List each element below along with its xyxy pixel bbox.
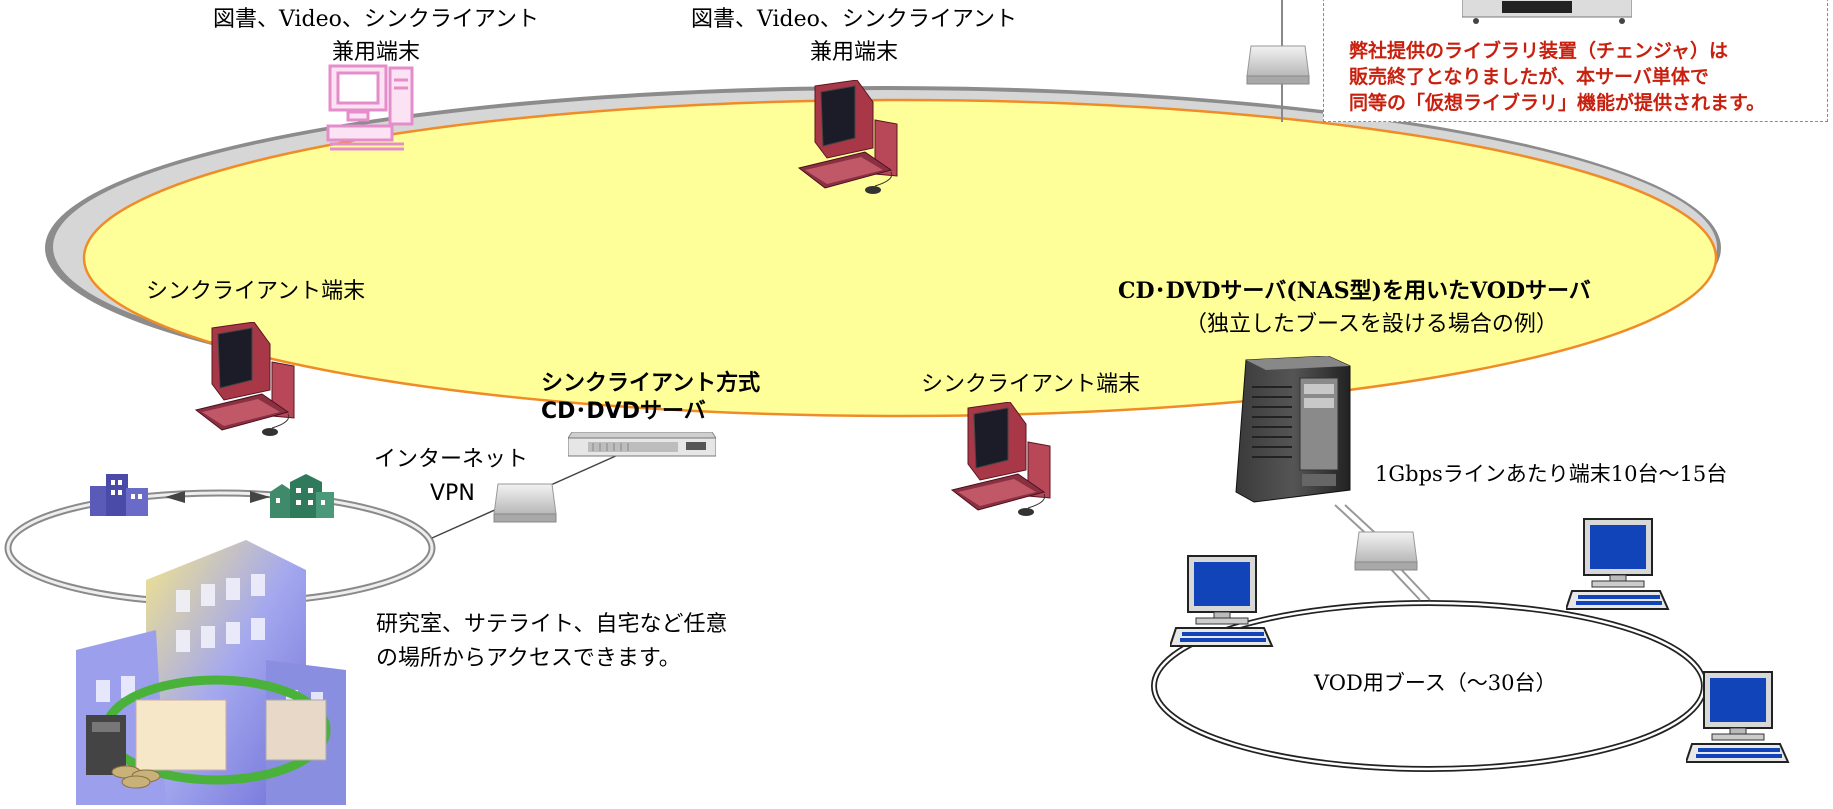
- vpn-label: VPN: [430, 481, 475, 506]
- crt-terminal-icon: [795, 79, 907, 204]
- pink-desktop-icon: [324, 60, 424, 156]
- vod-title-line-1: CD･DVDサーバ(NAS型)を用いたVODサーバ: [1118, 278, 1591, 304]
- building-icon: [266, 472, 338, 522]
- dual-terminal-center-label-2: 兼用端末: [809, 40, 898, 65]
- lcd-terminal-icon: [1564, 517, 1672, 617]
- notice-line-1: 弊社提供のライブラリ装置（チェンジャ）は: [1349, 40, 1729, 62]
- lcd-terminal-icon: [1168, 554, 1276, 654]
- line-capacity-label: 1Gbpsラインあたり端末10台～15台: [1375, 462, 1728, 486]
- remote-access-label-1: 研究室、サテライト、自宅など任意: [376, 612, 728, 637]
- notice-line-2: 販売終了となりましたが、本サーバ単体で: [1349, 66, 1709, 88]
- network-switch-icon: [1353, 530, 1419, 578]
- lcd-terminal-icon: [1684, 670, 1792, 770]
- crt-terminal-icon: [192, 321, 304, 446]
- library-changer-image-icon: [1461, 0, 1633, 29]
- dual-terminal-left-label-1: 図書、Video、シンクライアント: [212, 7, 539, 32]
- vod-title-line-2: （独立したブースを設ける場合の例）: [1185, 312, 1558, 337]
- internet-label: インターネット: [374, 447, 529, 472]
- thin-client-center-label: シンクライアント端末: [921, 372, 1141, 397]
- thin-client-left-label: シンクライアント端末: [146, 279, 366, 304]
- network-ellipse: [45, 86, 1721, 418]
- building-icon: [86, 470, 158, 520]
- server-tower-icon: [1232, 355, 1354, 508]
- notice-line-3: 同等の「仮想ライブラリ」機能が提供されます。: [1349, 92, 1766, 114]
- dual-terminal-left-label-2: 兼用端末: [331, 40, 420, 65]
- thin-server-label-2: CD･DVDサーバ: [541, 399, 706, 424]
- remote-access-label-2: の場所からアクセスできます。: [376, 646, 681, 671]
- network-switch-icon: [492, 482, 558, 530]
- rack-server-icon: [567, 431, 717, 462]
- thin-server-label-1: シンクライアント方式: [541, 371, 761, 396]
- dual-terminal-center-label-1: 図書、Video、シンクライアント: [690, 7, 1017, 32]
- notice-box: 弊社提供のライブラリ装置（チェンジャ）は 販売終了となりましたが、本サーバ単体で…: [1323, 0, 1828, 122]
- crt-terminal-icon: [948, 401, 1060, 526]
- booth-label: VOD用ブース（～30台）: [1314, 671, 1557, 695]
- office-complex-icon: [76, 540, 356, 809]
- network-switch-icon: [1245, 44, 1311, 92]
